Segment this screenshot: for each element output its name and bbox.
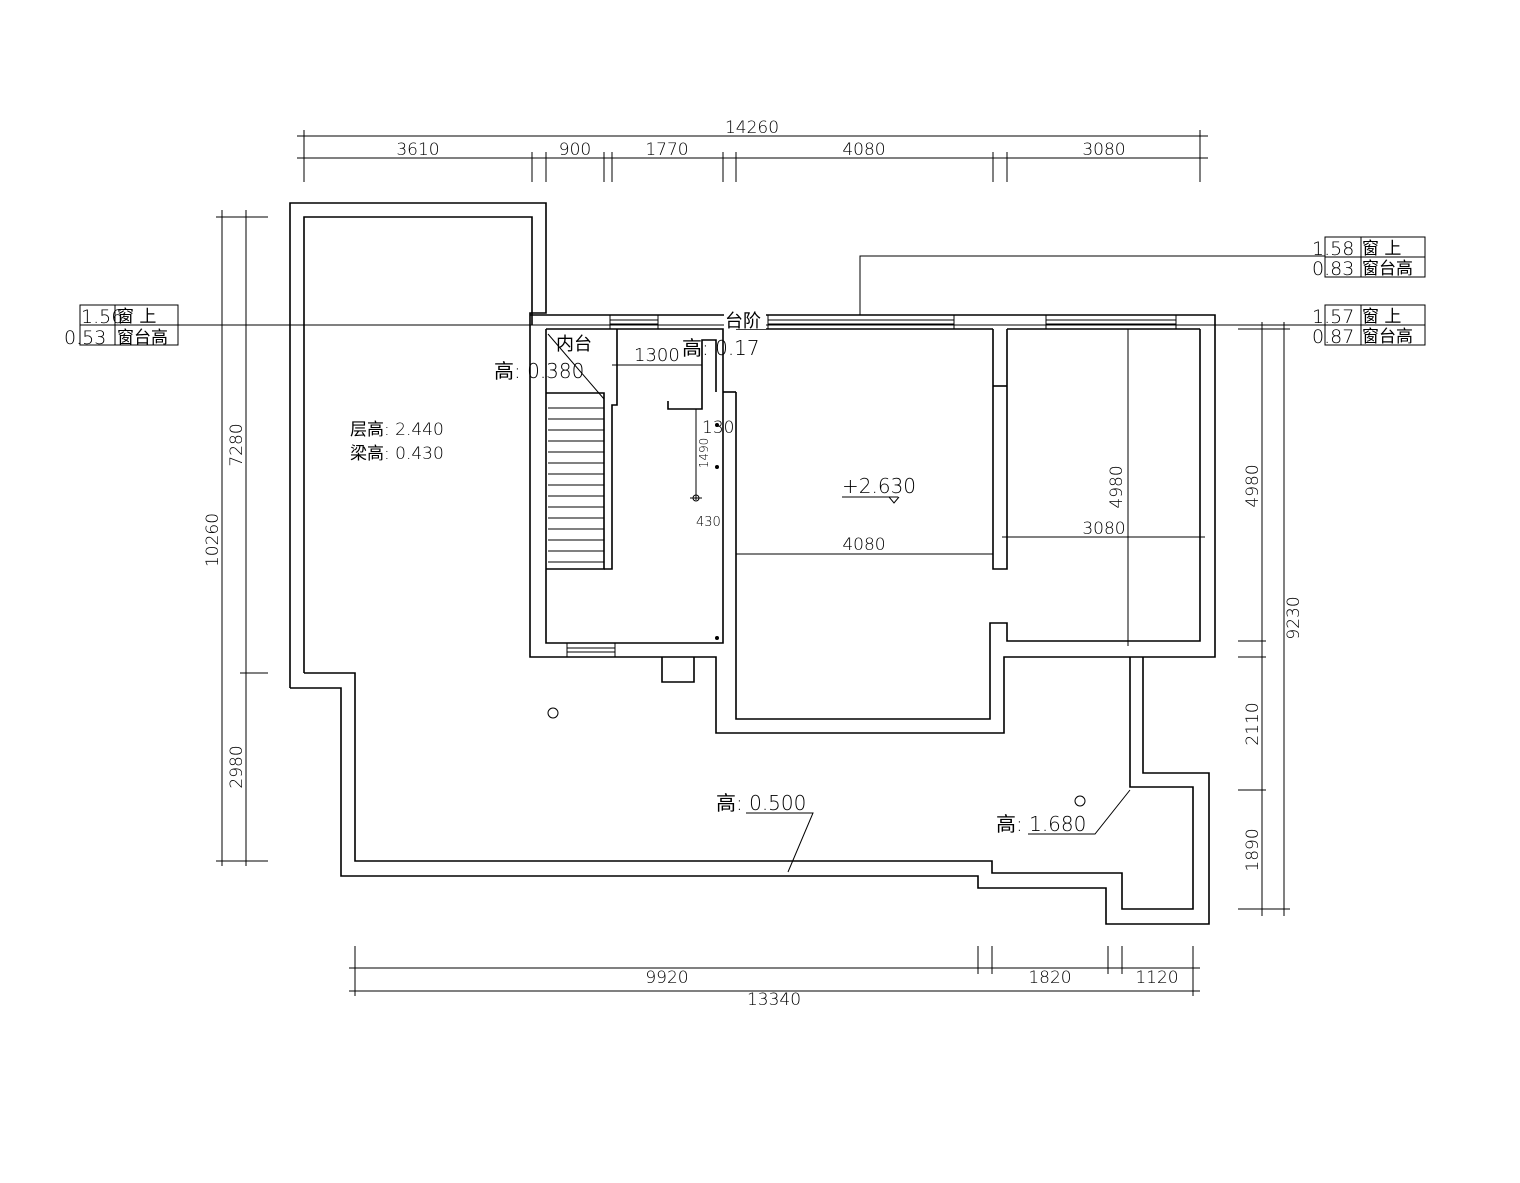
- left-dimensions: 10260 7280 2980: [203, 210, 268, 866]
- window-tag-left-top-num: 1.56: [81, 306, 123, 328]
- dim-bottom-2: 1820: [1028, 968, 1071, 988]
- window-tag-ru-bot-num: 0.83: [1312, 258, 1354, 280]
- top-dimensions: 14260 3610 900 1770 4080 3080: [297, 118, 1208, 182]
- window-tag-ru-top-text: 窗 上: [1362, 239, 1401, 259]
- window-tag-rl-bot-text: 窗台高: [1362, 327, 1413, 347]
- drain-marker-1: [547, 707, 559, 719]
- terrace-inner: [304, 657, 1194, 910]
- dim-430-marker: [692, 494, 700, 502]
- dim-bottom-3: 1120: [1135, 968, 1178, 988]
- window-tag-right-upper: 1.58 窗 上 0.83 窗台高: [1312, 236, 1426, 280]
- label-dim-130: 130: [702, 418, 734, 438]
- dim-top-3: 1770: [645, 140, 688, 160]
- label-dim-1490: 1490: [697, 438, 711, 469]
- window-tag-rl-bot-num: 0.87: [1312, 326, 1354, 348]
- window-tag-ru-bot-text: 窗台高: [1362, 259, 1413, 279]
- window-1: [609, 314, 659, 330]
- dim-right-3: 1890: [1243, 828, 1263, 871]
- dim-top-1: 3610: [396, 140, 439, 160]
- annotations: 台阶 内台 高: 0.380 1300 高: 0.17 130 1490 430…: [350, 309, 1205, 873]
- label-height-017: 高: 0.17: [682, 336, 760, 360]
- window-tag-left-bot-num: 0.53: [64, 327, 106, 349]
- window-3: [1045, 314, 1177, 330]
- window-tag-right-lower: 1.57 窗 上 0.87 窗台高: [1312, 304, 1426, 348]
- label-inner-platform: 内台: [556, 334, 592, 355]
- label-height-0380: 高: 0.380: [494, 359, 584, 383]
- terrace-outer: [290, 657, 1210, 925]
- label-height-0500: 高: 0.500: [716, 791, 806, 815]
- label-room-4080: 4080: [842, 535, 885, 555]
- wall-left-outer: [289, 202, 1216, 734]
- wall-room-mid: [735, 329, 1201, 720]
- window-tag-leader: [859, 255, 1325, 315]
- dim-top-total: 14260: [725, 118, 779, 138]
- wall-left-inner: [303, 216, 533, 673]
- label-dim-430: 430: [696, 515, 721, 530]
- wall-bottom-notch: [661, 657, 695, 683]
- dim-bottom-total: 13340: [747, 990, 801, 1010]
- dim-top-5: 3080: [1082, 140, 1125, 160]
- staircase: [547, 333, 605, 563]
- label-step: 台阶: [725, 311, 761, 332]
- leader-0500: [746, 812, 814, 873]
- window-tag-left-bot-text: 窗台高: [117, 328, 168, 348]
- dim-left-total: 10260: [203, 513, 223, 567]
- right-dimensions: 4980 2110 1890 9230: [1238, 322, 1304, 916]
- dim-bottom-1: 9920: [645, 968, 688, 988]
- stair-wall: [546, 392, 605, 570]
- label-room-3080: 3080: [1082, 519, 1125, 539]
- dim-top-4: 4080: [842, 140, 885, 160]
- dim-left-2: 2980: [227, 745, 247, 788]
- drain-marker-2: [1074, 795, 1086, 807]
- label-level-mark: +2.630: [842, 474, 916, 498]
- stair-wall-outer: [604, 329, 618, 570]
- window-tag-left-top-text: 窗 上: [117, 307, 156, 327]
- label-height-1680: 高: 1.680: [996, 812, 1086, 836]
- label-room-4980: 4980: [1107, 465, 1127, 508]
- dim-top-2: 900: [559, 140, 591, 160]
- window-tag-rl-top-num: 1.57: [1312, 306, 1354, 328]
- wall-top-inner: [545, 328, 724, 644]
- dim-right-2: 2110: [1243, 702, 1263, 745]
- window-tag-rl-top-text: 窗 上: [1362, 307, 1401, 327]
- label-floor-height: 层高: 2.440: [350, 420, 444, 440]
- window-2: [767, 314, 955, 330]
- label-beam-height: 梁高: 0.430: [350, 444, 444, 464]
- wall-partition: [992, 329, 1008, 570]
- leader-1680: [1028, 789, 1131, 835]
- dim-right-total: 9230: [1284, 596, 1304, 639]
- label-dim-1300: 1300: [634, 345, 680, 366]
- walls: [289, 202, 1216, 925]
- dim-right-1: 4980: [1243, 464, 1263, 507]
- wall-stub: [667, 339, 717, 410]
- windows: [566, 314, 1177, 658]
- bottom-dimensions: 9920 1820 1120 13340: [349, 946, 1200, 1010]
- window-tag-ru-top-num: 1.58: [1312, 238, 1354, 260]
- window-tag-left: 1.56 窗 上 0.53 窗台高: [64, 304, 179, 349]
- stair-diagonal: [547, 333, 605, 400]
- dim-left-1: 7280: [227, 423, 247, 466]
- window-4: [566, 642, 616, 658]
